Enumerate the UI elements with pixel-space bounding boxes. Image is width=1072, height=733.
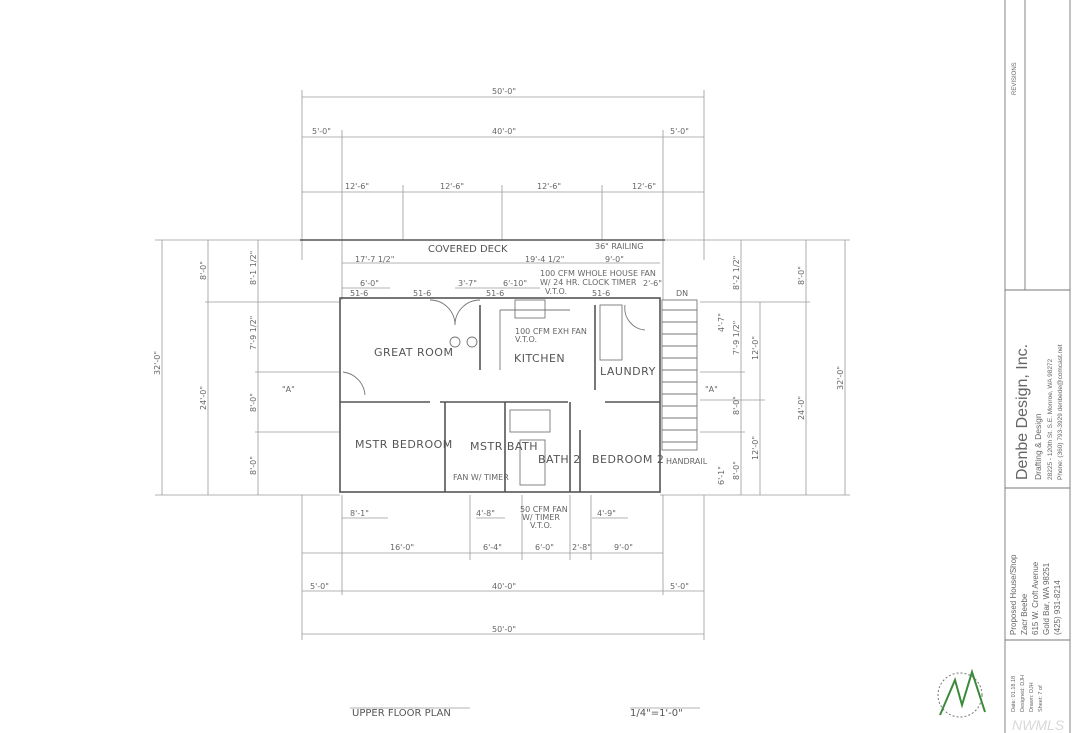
- dim-bay: 12'-6": [632, 182, 656, 191]
- dim-house-bottom: 40'-0": [492, 582, 516, 591]
- dim-room-width: 16'-0": [390, 543, 414, 552]
- dim-room-width: 6'-4": [483, 543, 502, 552]
- dimension-lines: [155, 90, 850, 709]
- dim-seg-right: 8'-2 1/2": [732, 256, 741, 290]
- dim-bay: 12'-6": [440, 182, 464, 191]
- dim-seg-left: 7'-9 1/2": [249, 316, 258, 350]
- dim-house-top: 40'-0": [492, 127, 516, 136]
- window-tag: 51-6: [413, 289, 431, 298]
- stairs: [661, 299, 698, 451]
- dim-deck-left: 8'-0": [199, 261, 208, 280]
- dim-small-right: 4'-7": [717, 313, 726, 332]
- dim-room-width: 2'-8": [572, 543, 591, 552]
- label-bath2: BATH 2: [538, 453, 581, 466]
- note-whole-house-fan: 100 CFM WHOLE HOUSE FAN: [540, 269, 656, 278]
- dim-deck: 17'-7 1/2": [355, 255, 394, 264]
- title-block: REVISIONS Denbe Design, Inc. Drafting & …: [937, 0, 1071, 733]
- dim-opening: 6'-10": [503, 279, 527, 288]
- note-dn: DN: [676, 289, 688, 298]
- plan-title: UPPER FLOOR PLAN: [352, 708, 451, 719]
- sheet-field: Sheet: 7 of: [1038, 685, 1044, 712]
- note-bath2-fan: 50 CFM FAN: [520, 505, 568, 514]
- note-handrail: HANDRAIL: [666, 457, 708, 466]
- dim-overall-top: 50'-0": [492, 87, 516, 96]
- walls: [300, 239, 698, 493]
- firm-name: Denbe Design, Inc.: [1014, 344, 1031, 480]
- date-field: Date: 01.18.18: [1011, 676, 1017, 712]
- note-fan-timer: FAN W/ TIMER: [453, 473, 509, 482]
- label-kitchen: KITCHEN: [514, 352, 565, 365]
- label-bedroom2: BEDROOM 2: [592, 453, 664, 466]
- dim-seg-right: 8'-0": [732, 461, 741, 480]
- note-railing: 36" RAILING: [595, 242, 643, 251]
- client-address-1: 615 W. Croft Avenue: [1031, 561, 1040, 635]
- dim-opening: 2'-6": [643, 279, 662, 288]
- label-laundry: LAUNDRY: [600, 365, 656, 378]
- dim-left-overhang-top: 5'-0": [312, 127, 331, 136]
- window-tag: 51-6: [350, 289, 368, 298]
- label-great-room: GREAT ROOM: [374, 346, 453, 359]
- dim-seg-left: 8'-0": [249, 456, 258, 475]
- dim-opening: 3'-7": [458, 279, 477, 288]
- dim-bay: 12'-6": [345, 182, 369, 191]
- window-tag: 51-6: [486, 289, 504, 298]
- note-exh-fan-vto: V.T.O.: [515, 335, 537, 344]
- client-phone: (425) 931-8214: [1053, 580, 1062, 635]
- firm-address: 28225 - 120th St. S.E. Monroe, WA 98272: [1047, 358, 1054, 480]
- client-address-2: Gold Bar, WA 98251: [1042, 562, 1051, 635]
- dim-right-overhang-bottom: 5'-0": [670, 582, 689, 591]
- label-mstr-bath: MSTR BATH: [470, 440, 538, 453]
- dim-house-right: 24'-0": [797, 396, 806, 420]
- dim-opening-bottom: 8'-1": [350, 509, 369, 518]
- drawn-field: Drawn: DJH: [1029, 682, 1035, 712]
- dim-room-width: 9'-0": [614, 543, 633, 552]
- dim-overall-right: 32'-0": [836, 366, 845, 390]
- dim-twelve-right: 12'-0": [751, 436, 760, 460]
- dim-overall-bottom: 50'-0": [492, 625, 516, 634]
- dim-opening: 6'-0": [360, 279, 379, 288]
- dim-overall-left: 32'-0": [153, 351, 162, 375]
- section-marker-right: "A": [705, 385, 718, 394]
- designed-field: Designed: DJH: [1020, 675, 1026, 712]
- dim-room-width: 6'-0": [535, 543, 554, 552]
- dim-bay: 12'-6": [537, 182, 561, 191]
- dim-house-left: 24'-0": [199, 386, 208, 410]
- dim-seg-left: 8'-1 1/2": [249, 251, 258, 285]
- watermark: NWMLS: [1012, 717, 1065, 733]
- dim-left-overhang-bottom: 5'-0": [310, 582, 329, 591]
- note-bath2-fan-timer: W/ TIMER: [522, 513, 560, 522]
- dim-deck: 9'-0": [605, 255, 624, 264]
- note-whole-house-fan-timer: W/ 24 HR. CLOCK TIMER: [540, 278, 637, 287]
- dim-twelve-right: 12'-0": [751, 336, 760, 360]
- dim-seg-right: 8'-0": [732, 396, 741, 415]
- firm-phone: Phone: (360) 793-3929 denbede@comcast.ne…: [1057, 344, 1064, 480]
- note-bath2-fan-vto: V.T.O.: [530, 521, 552, 530]
- note-exh-fan: 100 CFM EXH FAN: [515, 327, 587, 336]
- revisions-label: REVISIONS: [1012, 62, 1018, 95]
- designer-seal: [937, 668, 986, 718]
- dim-deck: 19'-4 1/2": [525, 255, 564, 264]
- dim-deck-right: 8'-0": [797, 266, 806, 285]
- dim-right-overhang-top: 5'-0": [670, 127, 689, 136]
- section-marker-left: "A": [282, 385, 295, 394]
- label-mstr-bedroom: MSTR BEDROOM: [355, 438, 453, 451]
- dim-seg-right: 7'-9 1/2": [732, 321, 741, 355]
- dim-seg-left: 8'-0": [249, 393, 258, 412]
- label-covered-deck: COVERED DECK: [428, 244, 508, 255]
- dim-small-right: 6'-1": [717, 466, 726, 485]
- dim-opening-bottom: 4'-8": [476, 509, 495, 518]
- client-name: Zacr Beebe: [1020, 593, 1029, 635]
- firm-sub: Drafting & Design: [1033, 413, 1043, 480]
- project-name: Proposed House/Shop: [1009, 554, 1018, 635]
- note-whole-house-fan-vto: V.T.O.: [545, 287, 567, 296]
- dim-opening-bottom: 4'-9": [597, 509, 616, 518]
- plan-scale: 1/4"=1'-0": [630, 708, 683, 719]
- window-tag: 51-6: [592, 289, 610, 298]
